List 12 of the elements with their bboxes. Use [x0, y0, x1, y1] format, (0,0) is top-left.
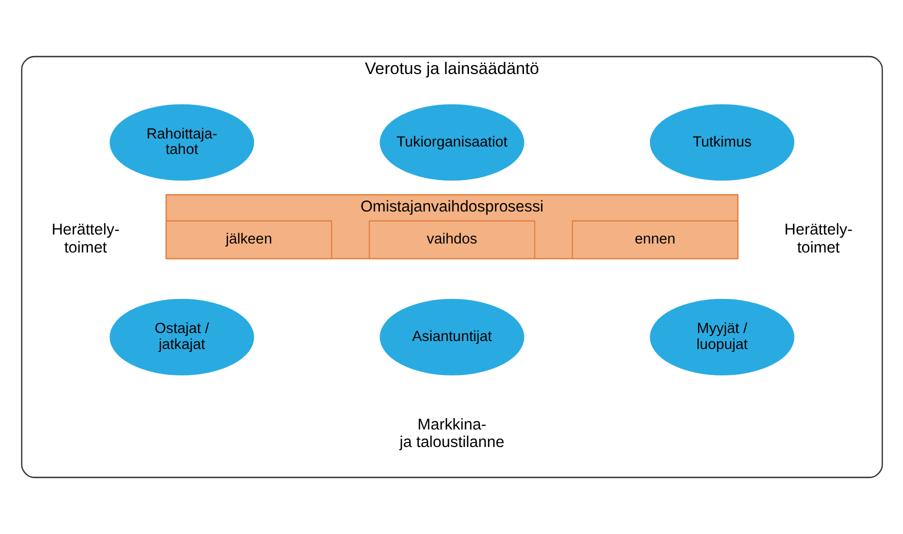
node-box: vaihdos [368, 220, 535, 260]
label: Markkina- ja taloustilanne [399, 416, 504, 452]
node-ellipse: Tutkimus [649, 104, 794, 181]
node-ellipse: Asiantuntijat [379, 298, 524, 376]
node-ellipse: Rahoittaja- tahot [109, 104, 254, 181]
label: Herättely- toimet [51, 222, 120, 256]
node-ellipse: Myyjät / luopujat [649, 298, 794, 376]
label: Herättely- toimet [784, 222, 852, 256]
node-ellipse: Ostajat / jatkajat [109, 298, 254, 376]
node-ellipse: Tukiorganisaatiot [379, 104, 524, 181]
node-box: ennen [571, 220, 738, 260]
node-box: jälkeen [165, 220, 332, 260]
